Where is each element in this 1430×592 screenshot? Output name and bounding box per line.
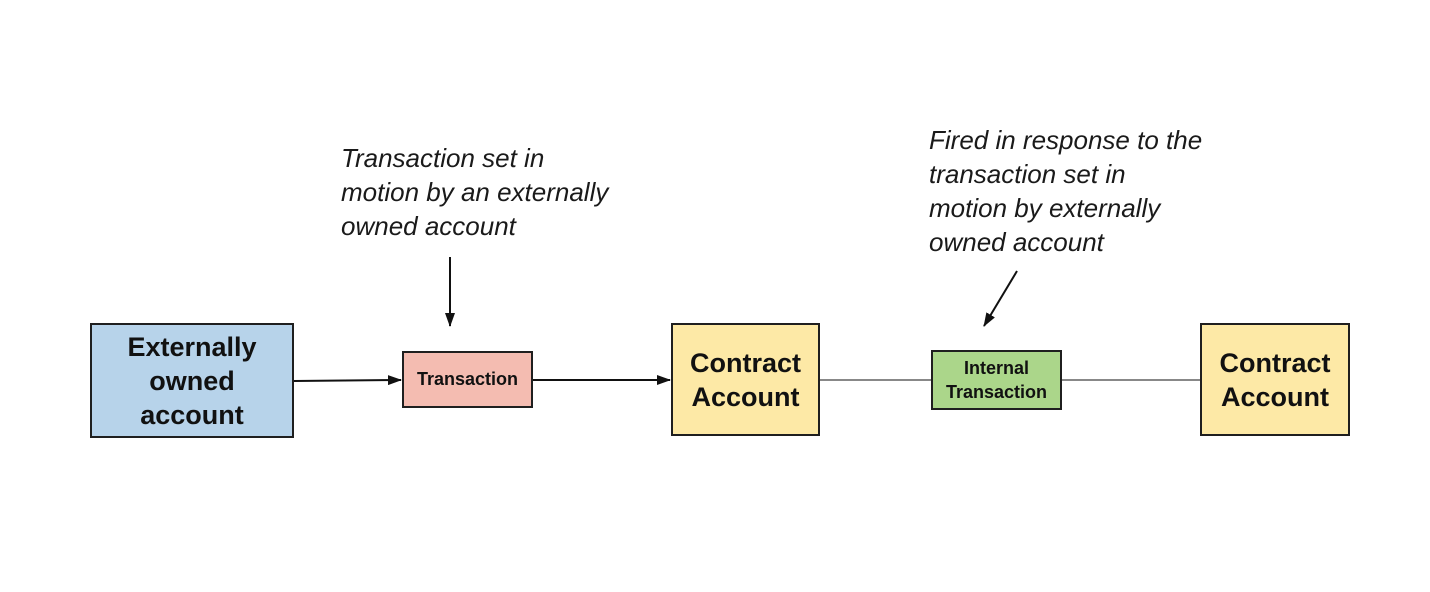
contract-account-node-2: Contract Account bbox=[1200, 323, 1350, 436]
arrow-eoa-to-transaction bbox=[293, 375, 402, 386]
internal-transaction-node: Internal Transaction bbox=[931, 350, 1062, 410]
contract-account-label: Contract Account bbox=[689, 347, 801, 412]
externally-owned-account-label: Externally owned account bbox=[127, 331, 257, 430]
transaction-annotation: Transaction set in motion by an external… bbox=[341, 143, 609, 241]
contract-account-node: Contract Account bbox=[671, 323, 820, 436]
transaction-label: Transaction bbox=[416, 369, 519, 389]
internal-transaction-label: Internal Transaction bbox=[945, 358, 1048, 402]
externally-owned-account-node: Externally owned account bbox=[90, 323, 294, 438]
transaction-node: Transaction bbox=[402, 351, 533, 408]
contract-account-label-2: Contract Account bbox=[1219, 347, 1331, 412]
internal-transaction-annotation: Fired in response to the transaction set… bbox=[929, 125, 1203, 257]
arrow-note-to-internal bbox=[983, 270, 1018, 327]
